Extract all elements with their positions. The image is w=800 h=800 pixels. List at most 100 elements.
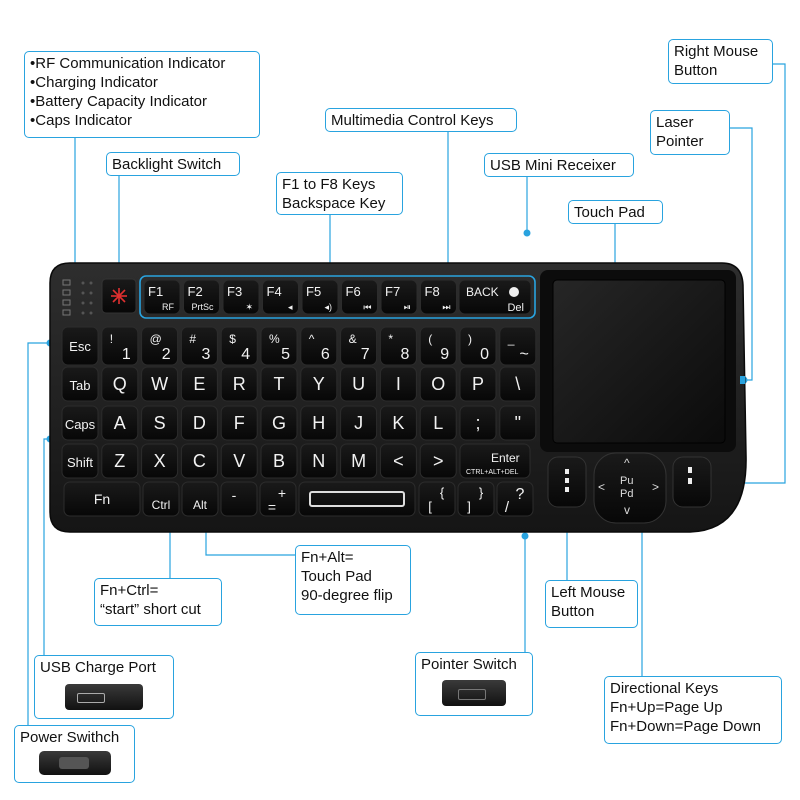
key-label: > (433, 451, 444, 471)
fn-label: Fn (94, 491, 110, 507)
fkey-label: F4 (267, 284, 282, 299)
key-label: L (433, 413, 443, 433)
callout-fn-alt-line-3: 90-degree flip (301, 587, 393, 604)
key-shift-label: _ (507, 332, 515, 346)
right-mouse-button (672, 456, 712, 508)
callout-fkeys: F1 to F8 Keys Backspace Key (276, 172, 403, 215)
callout-fn-ctrl: Fn+Ctrl= “start” short cut (94, 578, 222, 626)
key-label: W (151, 374, 168, 394)
letter-key: L (419, 405, 457, 441)
letter-key: N (300, 443, 338, 479)
space-bar-outline (309, 491, 405, 507)
key-label: " (515, 413, 521, 433)
back-arrow-icon (509, 287, 519, 297)
lbracket-label: [ (428, 499, 432, 514)
key-label: J (354, 413, 363, 433)
key-label: 3 (201, 346, 210, 363)
callout-usb-charge-text: USB Charge Port (40, 659, 156, 676)
key-label: ~ (519, 346, 528, 363)
callout-indicators: •RF Communication Indicator •Charging In… (24, 51, 260, 138)
number-key: *8 (379, 326, 417, 366)
letter-key: S (141, 405, 179, 441)
key-label: B (273, 451, 285, 471)
key-label: X (154, 451, 166, 471)
key-label: 0 (480, 346, 489, 363)
fkey-label: F6 (346, 284, 361, 299)
fkey-label: F7 (385, 284, 400, 299)
key-label: I (396, 374, 401, 394)
fkey-f8: F8⏭ (420, 279, 457, 315)
key-label: G (272, 413, 286, 433)
svg-text:v: v (624, 503, 630, 517)
key-label: K (392, 413, 404, 433)
key-label: 5 (281, 346, 290, 363)
number-key: _~ (499, 326, 537, 366)
key-label: 7 (361, 346, 370, 363)
letter-key: T (260, 366, 298, 402)
callout-right-mouse: Right Mouse Button (668, 39, 773, 84)
slash-label: / (505, 499, 510, 516)
letter-key: D (180, 405, 218, 441)
letter-key: J (340, 405, 378, 441)
letter-key: \ (499, 366, 537, 402)
key-shift-label: ) (468, 332, 472, 346)
dpad-pd-label: Pd (620, 488, 633, 500)
svg-text:<: < (598, 480, 605, 494)
key-label: R (233, 374, 246, 394)
callout-fkeys-line-2: Backspace Key (282, 195, 386, 212)
letter-key: " (499, 405, 537, 441)
letter-key: X (141, 443, 179, 479)
key-label: N (312, 451, 325, 471)
fkey-f3: F3✶ (222, 279, 260, 315)
callout-directional-keys: Directional Keys Fn+Up=Page Up Fn+Down=P… (604, 676, 782, 744)
callout-fn-ctrl-line-2: “start” short cut (100, 601, 201, 618)
key-label: 6 (321, 346, 330, 363)
callout-power-text: Power Swithch (20, 729, 120, 746)
key-label: M (351, 451, 366, 471)
key-label: ; (475, 413, 480, 433)
callout-multimedia-keys: Multimedia Control Keys (325, 108, 517, 132)
esc-label: Esc (69, 339, 91, 354)
plus-label: + (278, 485, 286, 501)
callout-pointer-switch-text: Pointer Switch (421, 656, 517, 673)
number-key: @2 (141, 326, 179, 366)
pointer-switch-image (442, 680, 506, 706)
callout-usb-receiver-text: USB Mini Receixer (490, 157, 616, 174)
power-switch-slider-icon (58, 757, 89, 769)
indicator-icons (62, 279, 71, 316)
fkey-label: F3 (227, 284, 242, 299)
fkey-sub-label: ⏭ (442, 302, 450, 312)
back-key-label: BACK (466, 285, 499, 299)
letter-key: Caps (61, 405, 99, 441)
letter-key: Shift (61, 443, 99, 479)
enter-label: Enter (491, 451, 520, 465)
key-label: \ (515, 374, 520, 394)
callout-indicators-line-2: •Charging Indicator (30, 74, 158, 91)
key-label: U (352, 374, 365, 394)
question-label: ? (516, 486, 525, 503)
key-shift-label: % (269, 332, 280, 346)
fkey-sub-label: ⏯ (404, 302, 411, 312)
fkey-label: F8 (425, 284, 440, 299)
key-shift-label: @ (150, 332, 162, 346)
slash-key: ?/ (496, 481, 534, 517)
usb-port-image (65, 684, 143, 710)
letter-key: F (220, 405, 258, 441)
letter-key: H (300, 405, 338, 441)
fkey-f4: F4◂ (262, 279, 299, 315)
letter-key: C (180, 443, 218, 479)
fkey-label: F1 (148, 284, 163, 299)
callout-indicators-line-4: •Caps Indicator (30, 112, 132, 129)
callout-usb-charge-port: USB Charge Port (34, 655, 174, 719)
key-label: S (154, 413, 166, 433)
number-key: %5 (260, 326, 298, 366)
callout-pointer-switch: Pointer Switch (415, 652, 533, 716)
number-key: )0 (459, 326, 497, 366)
number-key: !1 (101, 326, 139, 366)
number-key: &7 (340, 326, 378, 366)
enter-sub-label: CTRL+ALT+DEL (466, 469, 518, 476)
callout-left-mouse-line-2: Button (551, 603, 595, 620)
